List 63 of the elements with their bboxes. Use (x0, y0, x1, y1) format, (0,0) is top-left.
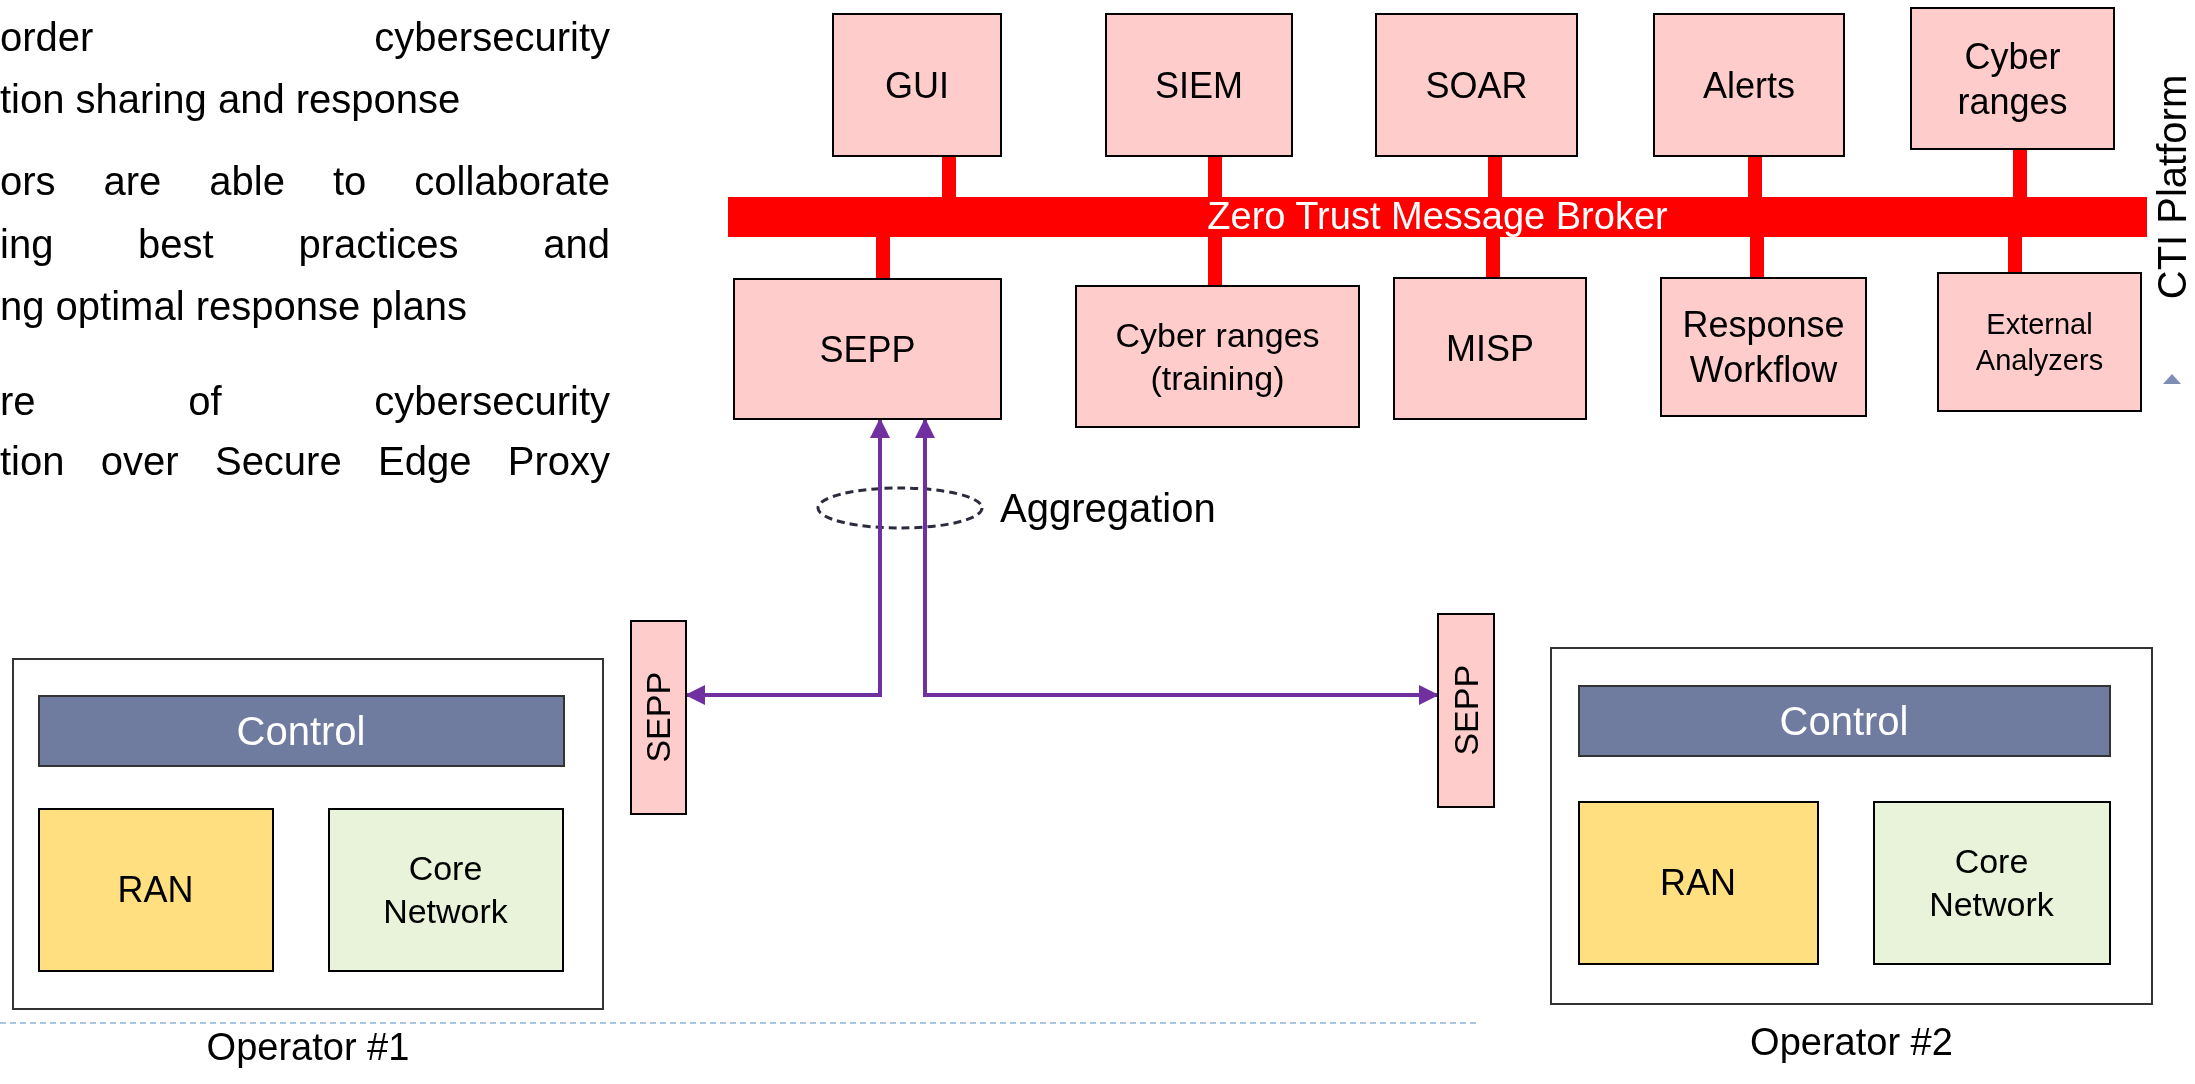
body-text: tion sharing and response (0, 76, 461, 123)
body-text: ing best practices and (0, 221, 610, 268)
message-broker-bar (728, 197, 2147, 237)
sepp-box (630, 620, 687, 815)
node-label: SEPP (818, 327, 917, 372)
body-text: order cybersecurity (0, 14, 610, 61)
connector-line (2013, 150, 2027, 197)
component-box (733, 278, 1002, 420)
component-box (1653, 13, 1845, 157)
component-box (1375, 13, 1578, 157)
node-label: SEPP (638, 671, 679, 765)
platform-label: CTI Platform (2149, 74, 2195, 300)
node-label: MISP (1445, 327, 1535, 371)
node-label: SIEM (1154, 63, 1244, 108)
ran-box (37, 807, 274, 972)
component-box (1910, 7, 2115, 150)
connector-line (1488, 157, 1502, 197)
node-label: Alerts (1702, 63, 1796, 108)
node-label: Core Network (382, 848, 509, 932)
component-box (1937, 272, 2142, 412)
body-text: ng optimal response plans (0, 283, 467, 330)
aggregation-label: Aggregation (1000, 485, 1216, 532)
component-box (1075, 285, 1360, 428)
sepp-box (1437, 613, 1495, 808)
connector-line (942, 157, 956, 197)
component-box (1105, 13, 1293, 157)
connector-line (1748, 157, 1762, 197)
connector-line (876, 237, 890, 278)
connector-line (1208, 237, 1222, 285)
ran-box (1577, 800, 1819, 965)
node-label: External Analyzers (1974, 306, 2105, 378)
component-box (1393, 277, 1587, 420)
node-label: SEPP (1445, 664, 1486, 758)
connector-line (1486, 237, 1500, 277)
operator-box (12, 658, 604, 1010)
node-label: Response Workflow (1681, 303, 1846, 392)
arrow (915, 418, 1439, 705)
operator-caption: Operator #1 (206, 1026, 410, 1069)
node-label: RAN (116, 868, 195, 912)
body-text: ors are able to collaborate (0, 158, 610, 205)
core-network-box (327, 807, 564, 972)
node-label: SOAR (1424, 63, 1529, 108)
body-text: re of cybersecurity (0, 378, 610, 425)
node-label: Zero Trust Message Broker (1206, 194, 1669, 240)
node-label: Control (235, 707, 367, 755)
component-box (1660, 277, 1867, 417)
node-label: Cyber ranges (training) (1114, 315, 1321, 399)
control-bar (37, 694, 565, 767)
node-label: Cyber ranges (1956, 34, 2069, 124)
node-label: Control (1778, 697, 1910, 745)
connector-line (2008, 237, 2022, 272)
node-label: Core Network (1928, 841, 2055, 925)
body-text: tion over Secure Edge Proxy (0, 438, 610, 485)
arrow (685, 418, 890, 705)
control-bar (1577, 684, 2111, 757)
connector-line (1208, 157, 1222, 197)
component-box (832, 13, 1002, 157)
operator-caption: Operator #2 (1750, 1021, 1953, 1064)
connector-line (1750, 237, 1764, 277)
node-label: GUI (884, 63, 950, 108)
operator-box (1550, 647, 2153, 1005)
node-label: RAN (1659, 861, 1737, 905)
core-network-box (1872, 800, 2111, 965)
